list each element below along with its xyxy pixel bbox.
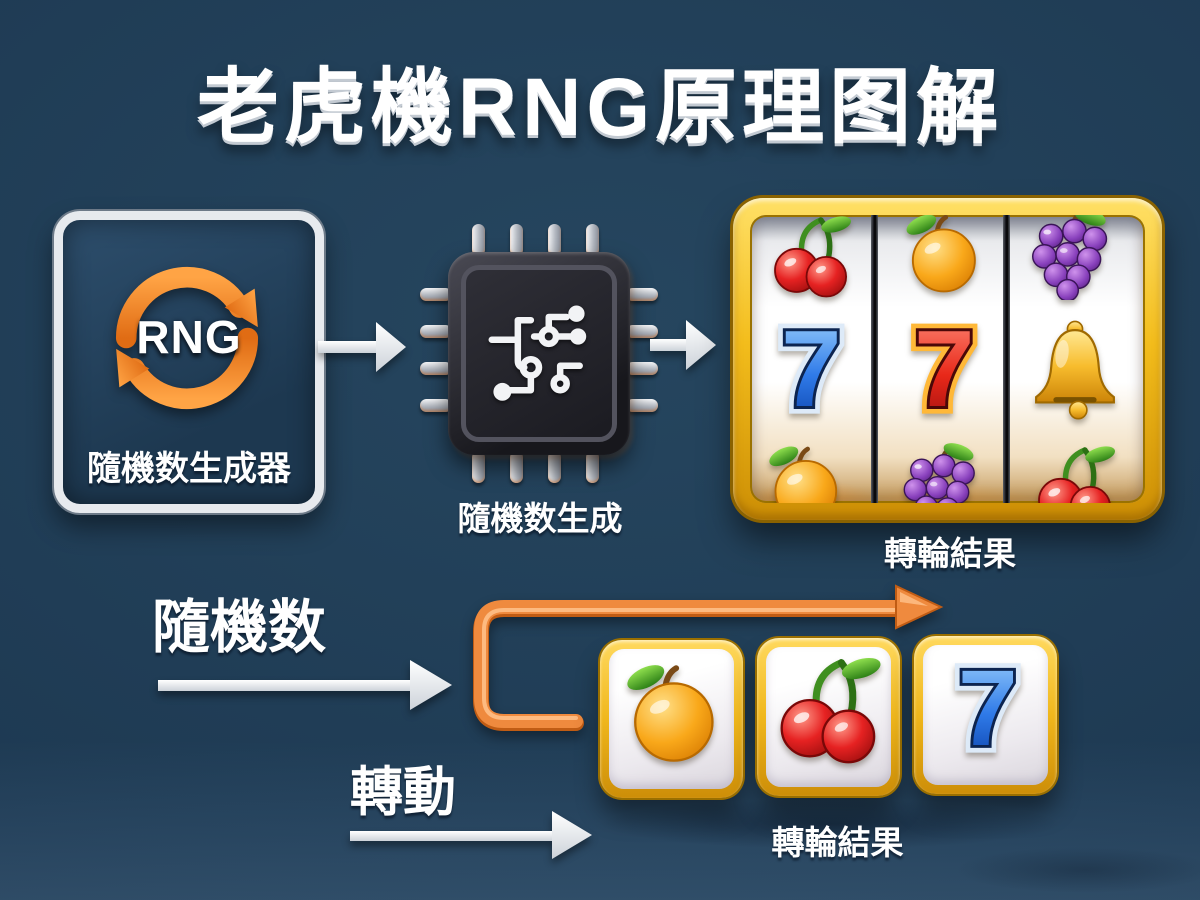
random-number-label: 隨機数 [152,595,327,660]
right-ground-shadow [950,846,1200,894]
tile-symbol [770,651,887,768]
chip-body [448,252,630,455]
chip-label: 隨機数生成 [457,500,623,537]
reel-symbol [1030,441,1120,503]
reel-separator [1003,215,1010,503]
flow-arrow-rng-to-chip [318,322,406,372]
spin-arrow [350,811,592,859]
tile-symbol [613,653,730,770]
chip-inner-panel [461,265,617,442]
reel-symbol [750,309,868,427]
tile-symbol [927,649,1044,766]
reel-symbol [758,437,850,503]
flow-arrow-chip-to-slot [650,320,716,370]
reel-symbol [1024,215,1121,300]
reel-symbol [766,215,856,301]
slot-machine [733,198,1162,520]
reel-symbol [895,215,989,299]
result-tile [757,638,900,796]
microchip-icon [420,224,658,483]
spin-label: 轉動 [350,763,456,822]
reel-symbol [1021,315,1129,423]
circuit-traces-icon [488,305,587,401]
cycle-arrows-icon [115,266,259,410]
rng-acronym: RNG [136,311,242,363]
random-number-arrow [158,660,452,710]
page-title: 老虎機RNG原理图解 [196,62,1004,153]
rng-generator-box: RNG 隨機数生成器 [54,211,324,513]
reel-window [750,215,1145,503]
reel-symbol [896,439,988,503]
result-tile [600,640,743,798]
reel-symbol [883,309,1001,427]
reel-separator [871,215,878,503]
bottom-result-label: 轉輪結果 [771,824,904,861]
rng-box-label: 隨機数生成器 [87,450,291,488]
slot-result-label: 轉輪結果 [884,535,1016,572]
tiles-ground-shadow [590,798,1070,850]
result-tile [914,636,1057,794]
